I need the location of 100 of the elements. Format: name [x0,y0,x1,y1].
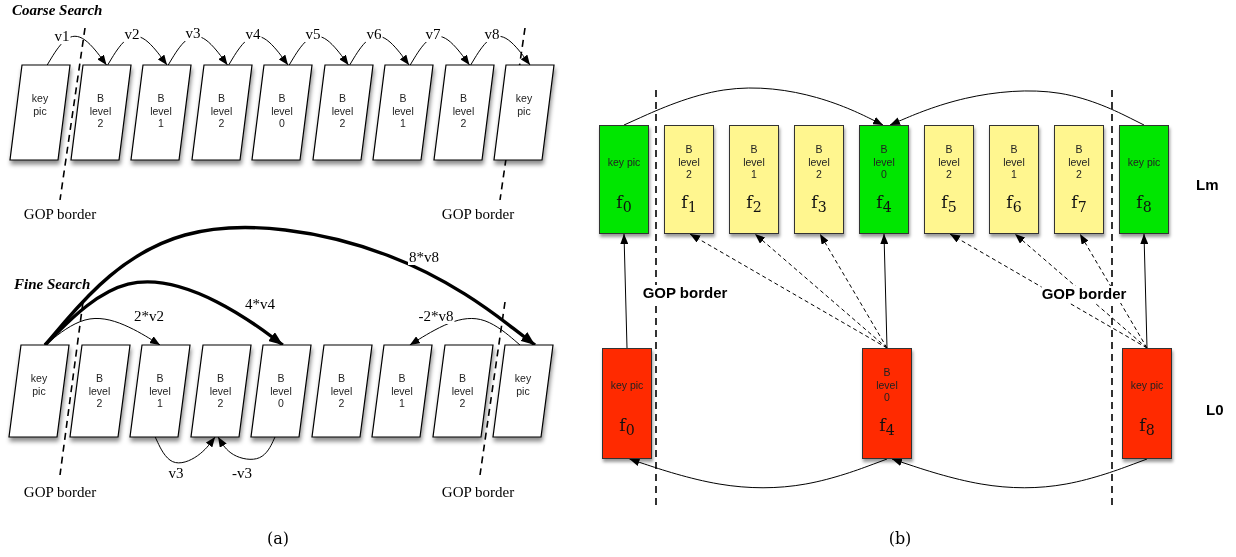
frame-label: B level 2 [677,143,701,181]
frame-label: key pic [606,156,642,169]
frame-label: key pic [29,372,49,397]
frame-box [862,348,912,459]
edge-label: -v3 [231,465,253,481]
arrow [217,436,276,460]
arrow [623,87,884,126]
slanted-frame [131,65,191,160]
frame-label: key pic [1126,156,1162,169]
dashed-arrow [689,233,888,349]
frame-label: key pic [609,379,645,392]
slanted-frame [494,65,554,160]
arrow [891,458,1148,489]
frame-label: B level 2 [1067,143,1091,181]
frame-label: B level 1 [149,92,173,130]
dashed-arrow [754,233,888,349]
section-title: Fine Search [14,276,91,293]
border-label: GOP border [441,484,515,501]
border-label: GOP border [23,206,97,223]
frame-label: B level 1 [1002,143,1026,181]
frame-label: B level 2 [330,92,355,130]
frame-box [729,125,779,234]
frame-label: B level 0 [269,372,293,410]
dashed-arrow [1014,233,1148,349]
frame-label: B level 1 [391,92,415,130]
frame-box [989,125,1039,234]
edge-label: -2*v8 [417,308,455,324]
slanted-frame [372,345,432,437]
frame-index: f$_{4}$ [876,192,892,218]
slanted-frame [373,65,433,160]
arrow [470,35,531,66]
frame-index: f$_{1}$ [681,192,697,218]
slanted-frame [70,65,131,160]
frame-index: f$_{7}$ [1071,192,1087,218]
slanted-frame [252,65,312,160]
arrow [107,35,168,66]
frame-label: B level 0 [270,92,294,130]
frame-label: B level 0 [875,366,899,404]
frame-label: B level 2 [88,92,113,130]
layer-label: Lm [1196,177,1219,194]
slanted-frame [190,345,251,437]
slanted-frame [433,65,494,160]
slanted-frame [130,345,190,437]
panel-caption: (b) [888,530,912,548]
frame-label: B level 1 [148,372,172,410]
frame-label: key pic [30,92,50,117]
arrow [880,233,889,349]
frame-index: f$_{0}$ [616,192,632,218]
arrow [1140,233,1149,349]
arrow [349,35,410,66]
slanted-frame [493,345,553,437]
edge-label: v2 [123,26,141,42]
edge-label: v4 [244,26,262,42]
arrow [629,458,888,489]
frame-box [602,348,652,459]
frame-index: f$_{8}$ [1136,192,1152,218]
frame-index: f$_{5}$ [941,192,957,218]
frame-label: B level 2 [87,372,112,410]
frame-box [664,125,714,234]
edge-label: v6 [365,26,383,42]
frame-label: B level 1 [742,143,766,181]
panel-caption: (a) [267,530,289,548]
slanted-frame [251,345,311,437]
slanted-frame [9,345,69,437]
frame-label: key pic [513,372,533,397]
layer-label: L0 [1206,402,1224,419]
frame-label: B level 2 [451,92,476,130]
arrow [167,35,228,66]
dashed-arrow [1079,233,1148,349]
arrow [889,90,1145,126]
frame-label: B level 2 [937,143,961,181]
frame-index: f$_{6}$ [1006,192,1022,218]
frame-label: B level 1 [390,372,414,410]
edge-label: v1 [53,28,71,44]
edge-label: 4*v4 [244,296,276,312]
slanted-frame [191,65,252,160]
frame-index: f$_{3}$ [811,192,827,218]
border-label: GOP border [1041,286,1127,303]
edge-label: v3 [184,25,202,41]
arrow [620,233,629,349]
edge-label: v7 [424,26,442,42]
frame-box [859,125,909,234]
frame-box [924,125,974,234]
frame-label: key pic [1129,379,1165,392]
edge-label: 2*v2 [133,308,165,324]
edge-label: v5 [304,26,322,42]
slanted-frame [312,65,373,160]
frame-label: B level 2 [807,143,831,181]
frame-index: f$_{2}$ [746,192,762,218]
frame-label: B level 0 [872,143,896,181]
slanted-frame [311,345,372,437]
border-label: GOP border [642,285,728,302]
frame-box [1119,125,1169,234]
frame-label: B level 2 [450,372,475,410]
border-label: GOP border [23,484,97,501]
edge-label: v3 [167,465,185,481]
frame-box [794,125,844,234]
slanted-frame [69,345,130,437]
arrow [43,280,284,347]
section-title: Coarse Search [12,2,103,19]
